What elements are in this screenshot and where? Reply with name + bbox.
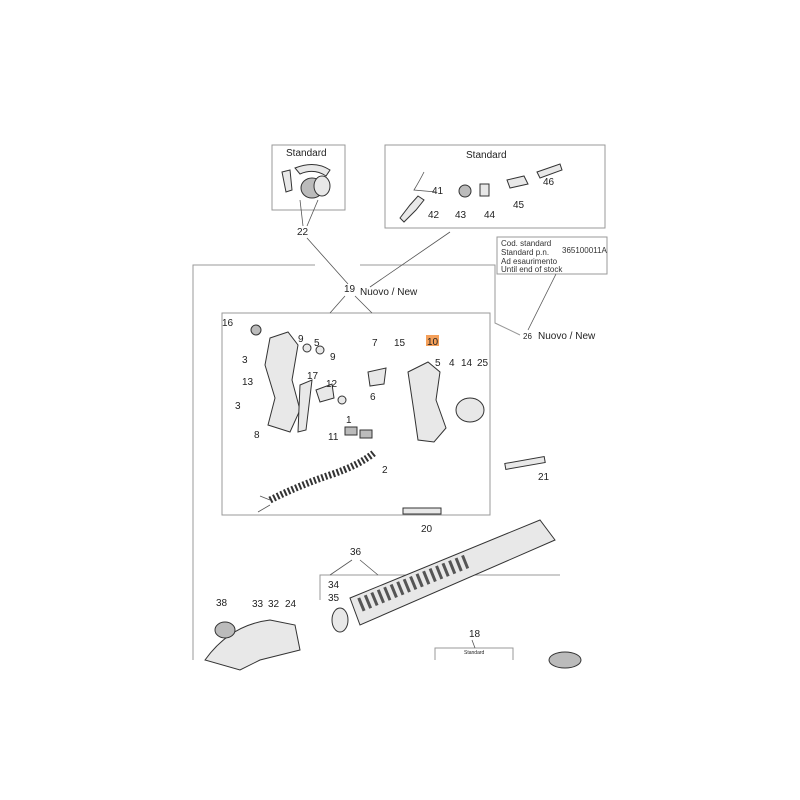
callout-44: 44 [484,210,496,221]
callout: 18 [469,629,481,640]
callout-42: 42 [428,210,440,221]
wire-harness-part [257,449,378,513]
info-line-3: Ad esaurimento [501,257,558,266]
rod-21-part [504,455,546,471]
callout: 14 [461,358,473,369]
callout-19: 19 [344,284,356,295]
callout: 38 [216,598,228,609]
assembly-26-label: Nuovo / New [538,331,596,342]
callout: 12 [326,379,338,390]
rod-20-part [402,507,442,515]
callout: 2 [382,465,388,476]
callout: 21 [538,472,550,483]
standard-label-bottom: Standard [464,650,485,656]
standard-parts [399,163,563,223]
callout: 5 [314,338,320,349]
callout: 11 [328,432,339,443]
callout: 34 [328,580,340,591]
callout: 6 [370,392,376,403]
callout: 9 [298,334,304,345]
callout: 5 [435,358,441,369]
callout: 3 [235,401,241,412]
callouts: 16 9 5 9 3 17 12 13 3 8 7 15 5 4 14 25 6… [216,318,550,640]
callout: 35 [328,593,340,604]
elbow-part [204,619,582,671]
callout: 3 [242,355,248,366]
info-box-frame [496,236,608,275]
callout: 1 [346,415,352,426]
standard-label-left: Standard [286,148,327,159]
callout: 33 [252,599,264,610]
standard-label-right: Standard [466,150,507,161]
callout-41: 41 [432,186,444,197]
callout: 4 [449,358,455,369]
standard-group-frame-right [384,144,606,229]
tube-frame [319,574,560,600]
callout: 7 [372,338,378,349]
callout: 20 [421,524,433,535]
trigger-part [344,361,485,443]
callout-10-highlighted: 10 [427,337,439,348]
info-line-1: Cod. standard [501,239,551,248]
callout: 16 [222,318,234,329]
callout-43: 43 [455,210,467,221]
blower-tube-part [331,519,556,633]
assembly-frame-right [360,264,521,336]
callout: 36 [350,547,362,558]
handle-housing-part [250,324,347,433]
assembly-frame [192,264,315,660]
callout: 32 [268,599,280,610]
callout: 8 [254,430,260,441]
info-line-4: Until end of stock [501,265,563,274]
handle-cover-part [281,164,331,199]
callout-46: 46 [543,177,555,188]
standard-group-frame-left [271,144,346,211]
callout: 17 [307,371,319,382]
callout-45: 45 [513,200,525,211]
callout-26: 26 [523,332,532,341]
assembly-19-frame [221,312,491,516]
callout: 15 [394,338,406,349]
callout: 24 [285,599,297,610]
info-line-2: Standard p.n. [501,248,549,257]
bottom-group-frame [434,647,514,660]
callout: 25 [477,358,489,369]
highlight-marker [426,335,439,346]
callout: 13 [242,377,254,388]
assembly-19-label: Nuovo / New [360,287,418,298]
info-part-number: 365100011A [562,246,607,255]
callout-22: 22 [297,227,309,238]
leader-lines [299,199,557,649]
callout: 9 [330,352,336,363]
